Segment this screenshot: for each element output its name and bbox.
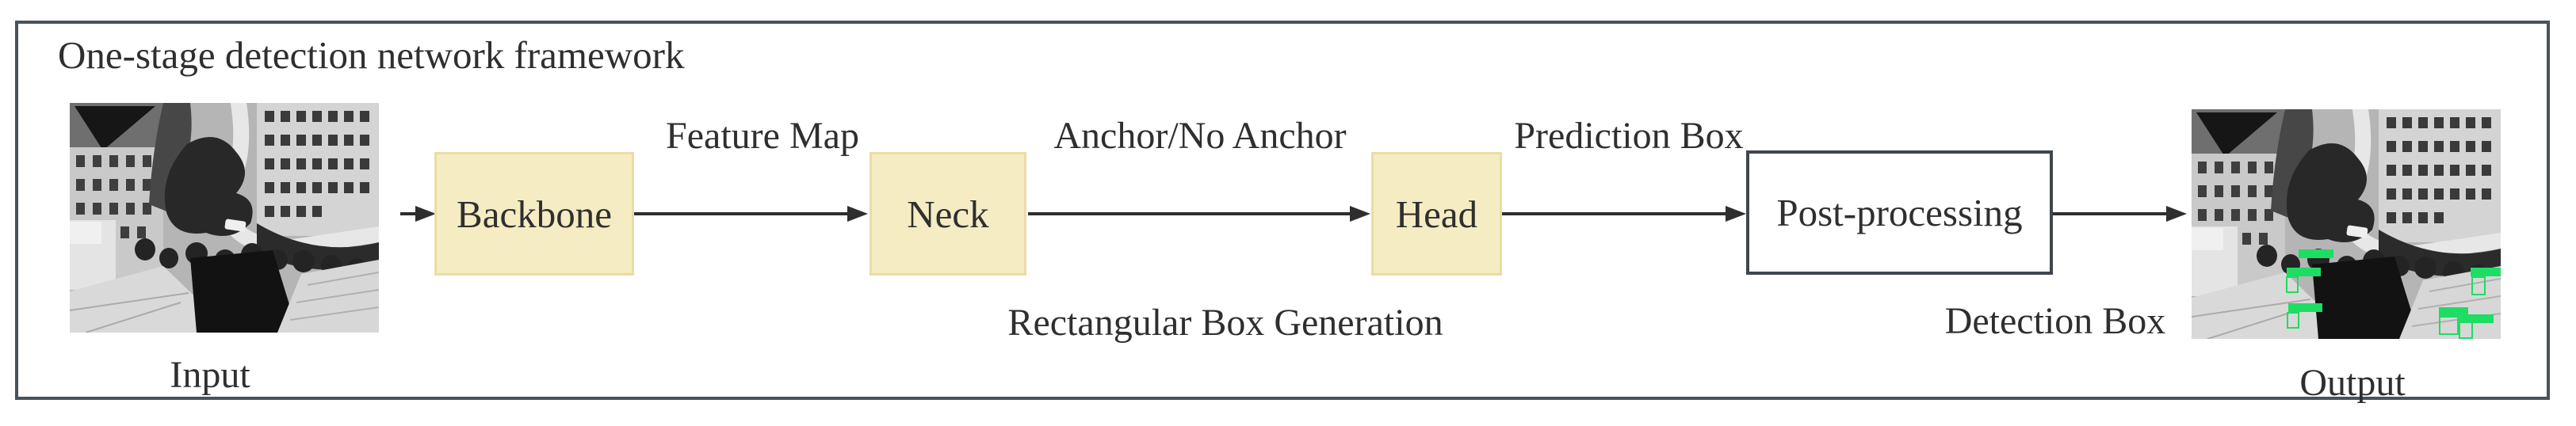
- detection-tag: [2459, 314, 2494, 323]
- detection-overlays: [2192, 109, 2501, 339]
- input-caption: Input: [170, 354, 250, 396]
- label-feature-map: Feature Map: [666, 115, 859, 157]
- arrow-backbone-to-neck-line: [634, 212, 848, 215]
- detection-box: [2286, 276, 2299, 293]
- label-anchor-no-anchor: Anchor/No Anchor: [1053, 115, 1347, 157]
- block-neck: Neck: [869, 152, 1026, 276]
- block-post-processing: Post-processing: [1746, 150, 2053, 275]
- detection-tag: [2287, 268, 2321, 276]
- detection-box: [2471, 276, 2486, 295]
- label-prediction-box: Prediction Box: [1514, 115, 1744, 157]
- arrow-neck-to-head-line: [1028, 212, 1351, 215]
- output-photo: [2192, 109, 2501, 339]
- arrow-head-to-postprocessing-head: [1726, 206, 1746, 222]
- detection-tag: [2471, 268, 2501, 276]
- framework-outer-frame: [15, 21, 2550, 400]
- output-caption: Output: [2299, 362, 2406, 404]
- label-rectangular-box-generation: Rectangular Box Generation: [1007, 302, 1443, 344]
- label-detection-box: Detection Box: [1944, 300, 2166, 342]
- detection-box: [2439, 316, 2459, 335]
- arrow-backbone-to-neck-head: [847, 206, 868, 222]
- detection-box: [2287, 312, 2299, 329]
- input-aerial-image: [70, 103, 379, 333]
- figure-title: One-stage detection network framework: [58, 33, 685, 77]
- arrow-neck-to-head-head: [1350, 206, 1370, 222]
- arrow-postprocessing-to-output-head: [2166, 206, 2187, 222]
- arrow-input-to-backbone-line: [400, 212, 418, 215]
- block-head: Head: [1371, 152, 1502, 276]
- arrow-postprocessing-to-output-line: [2053, 212, 2167, 215]
- block-backbone: Backbone: [434, 152, 634, 276]
- arrow-head-to-postprocessing-line: [1502, 212, 1726, 215]
- detection-box: [2459, 317, 2473, 339]
- detection-tag: [2439, 307, 2468, 316]
- detection-tag: [2288, 303, 2322, 312]
- detection-tag: [2299, 249, 2333, 258]
- input-photo: [70, 103, 379, 333]
- arrow-input-to-backbone-head: [415, 206, 436, 222]
